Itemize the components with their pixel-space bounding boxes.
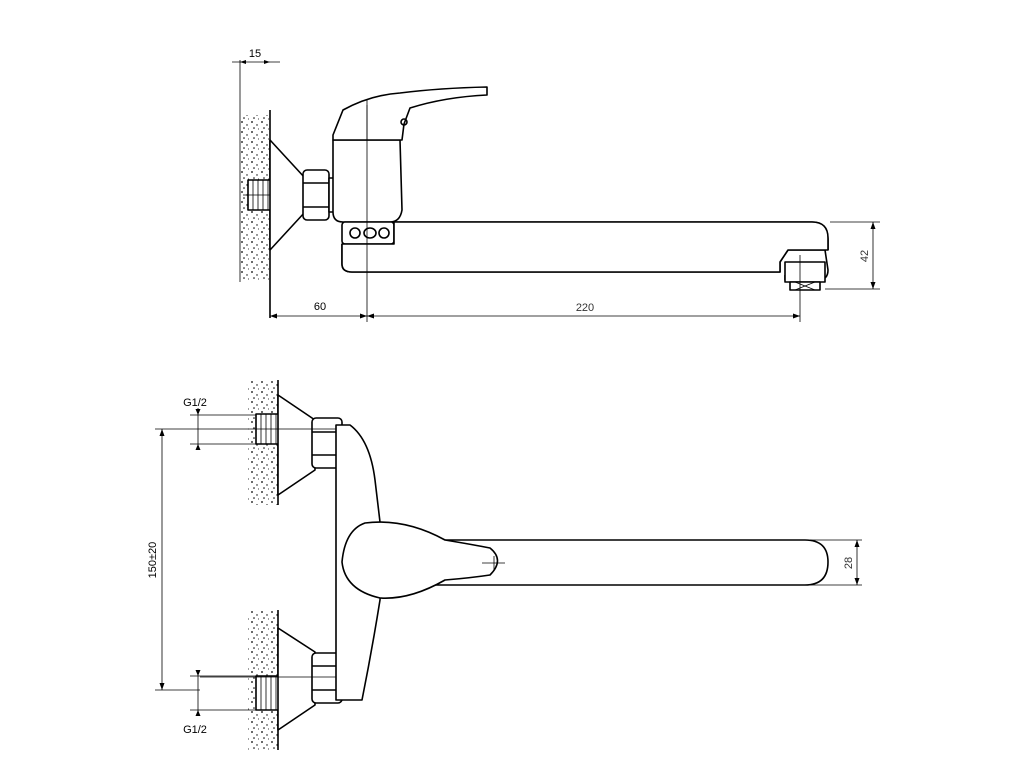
top-view: 150±20 G1/2 G1/2 28 xyxy=(147,380,862,750)
inlet-lower xyxy=(200,627,350,731)
flange-side xyxy=(269,139,306,251)
dimension-thread-bottom: G1/2 xyxy=(183,670,256,736)
dimension-inlet-spacing: 150±20 xyxy=(147,428,200,691)
dimension-spout-reach: 220 xyxy=(367,302,800,319)
dim-label-g12-top: G1/2 xyxy=(183,397,207,409)
lever-side xyxy=(332,86,488,141)
inlet-upper xyxy=(200,394,350,496)
dimension-spout-height: 42 xyxy=(825,221,880,290)
lever-top xyxy=(341,521,499,599)
dim-label-42: 42 xyxy=(859,250,871,262)
dim-label-g12-bottom: G1/2 xyxy=(183,724,207,736)
hex-nut-side xyxy=(302,169,330,221)
dim-label-150: 150±20 xyxy=(147,542,159,579)
dim-label-28: 28 xyxy=(843,557,855,569)
dimension-wall-thickness: 15 xyxy=(232,48,280,64)
side-view: 15 60 220 42 xyxy=(232,48,880,322)
dimension-thread-top: G1/2 xyxy=(183,397,256,450)
mixer-body-side xyxy=(332,139,403,223)
dimension-spout-width: 28 xyxy=(810,539,862,586)
dim-label-15: 15 xyxy=(249,48,261,60)
swivel-ring-side xyxy=(341,221,395,245)
dim-label-220: 220 xyxy=(576,302,594,314)
aerator-side xyxy=(784,261,826,291)
dimension-center-offset: 60 xyxy=(270,301,367,319)
dim-label-60: 60 xyxy=(314,301,326,313)
